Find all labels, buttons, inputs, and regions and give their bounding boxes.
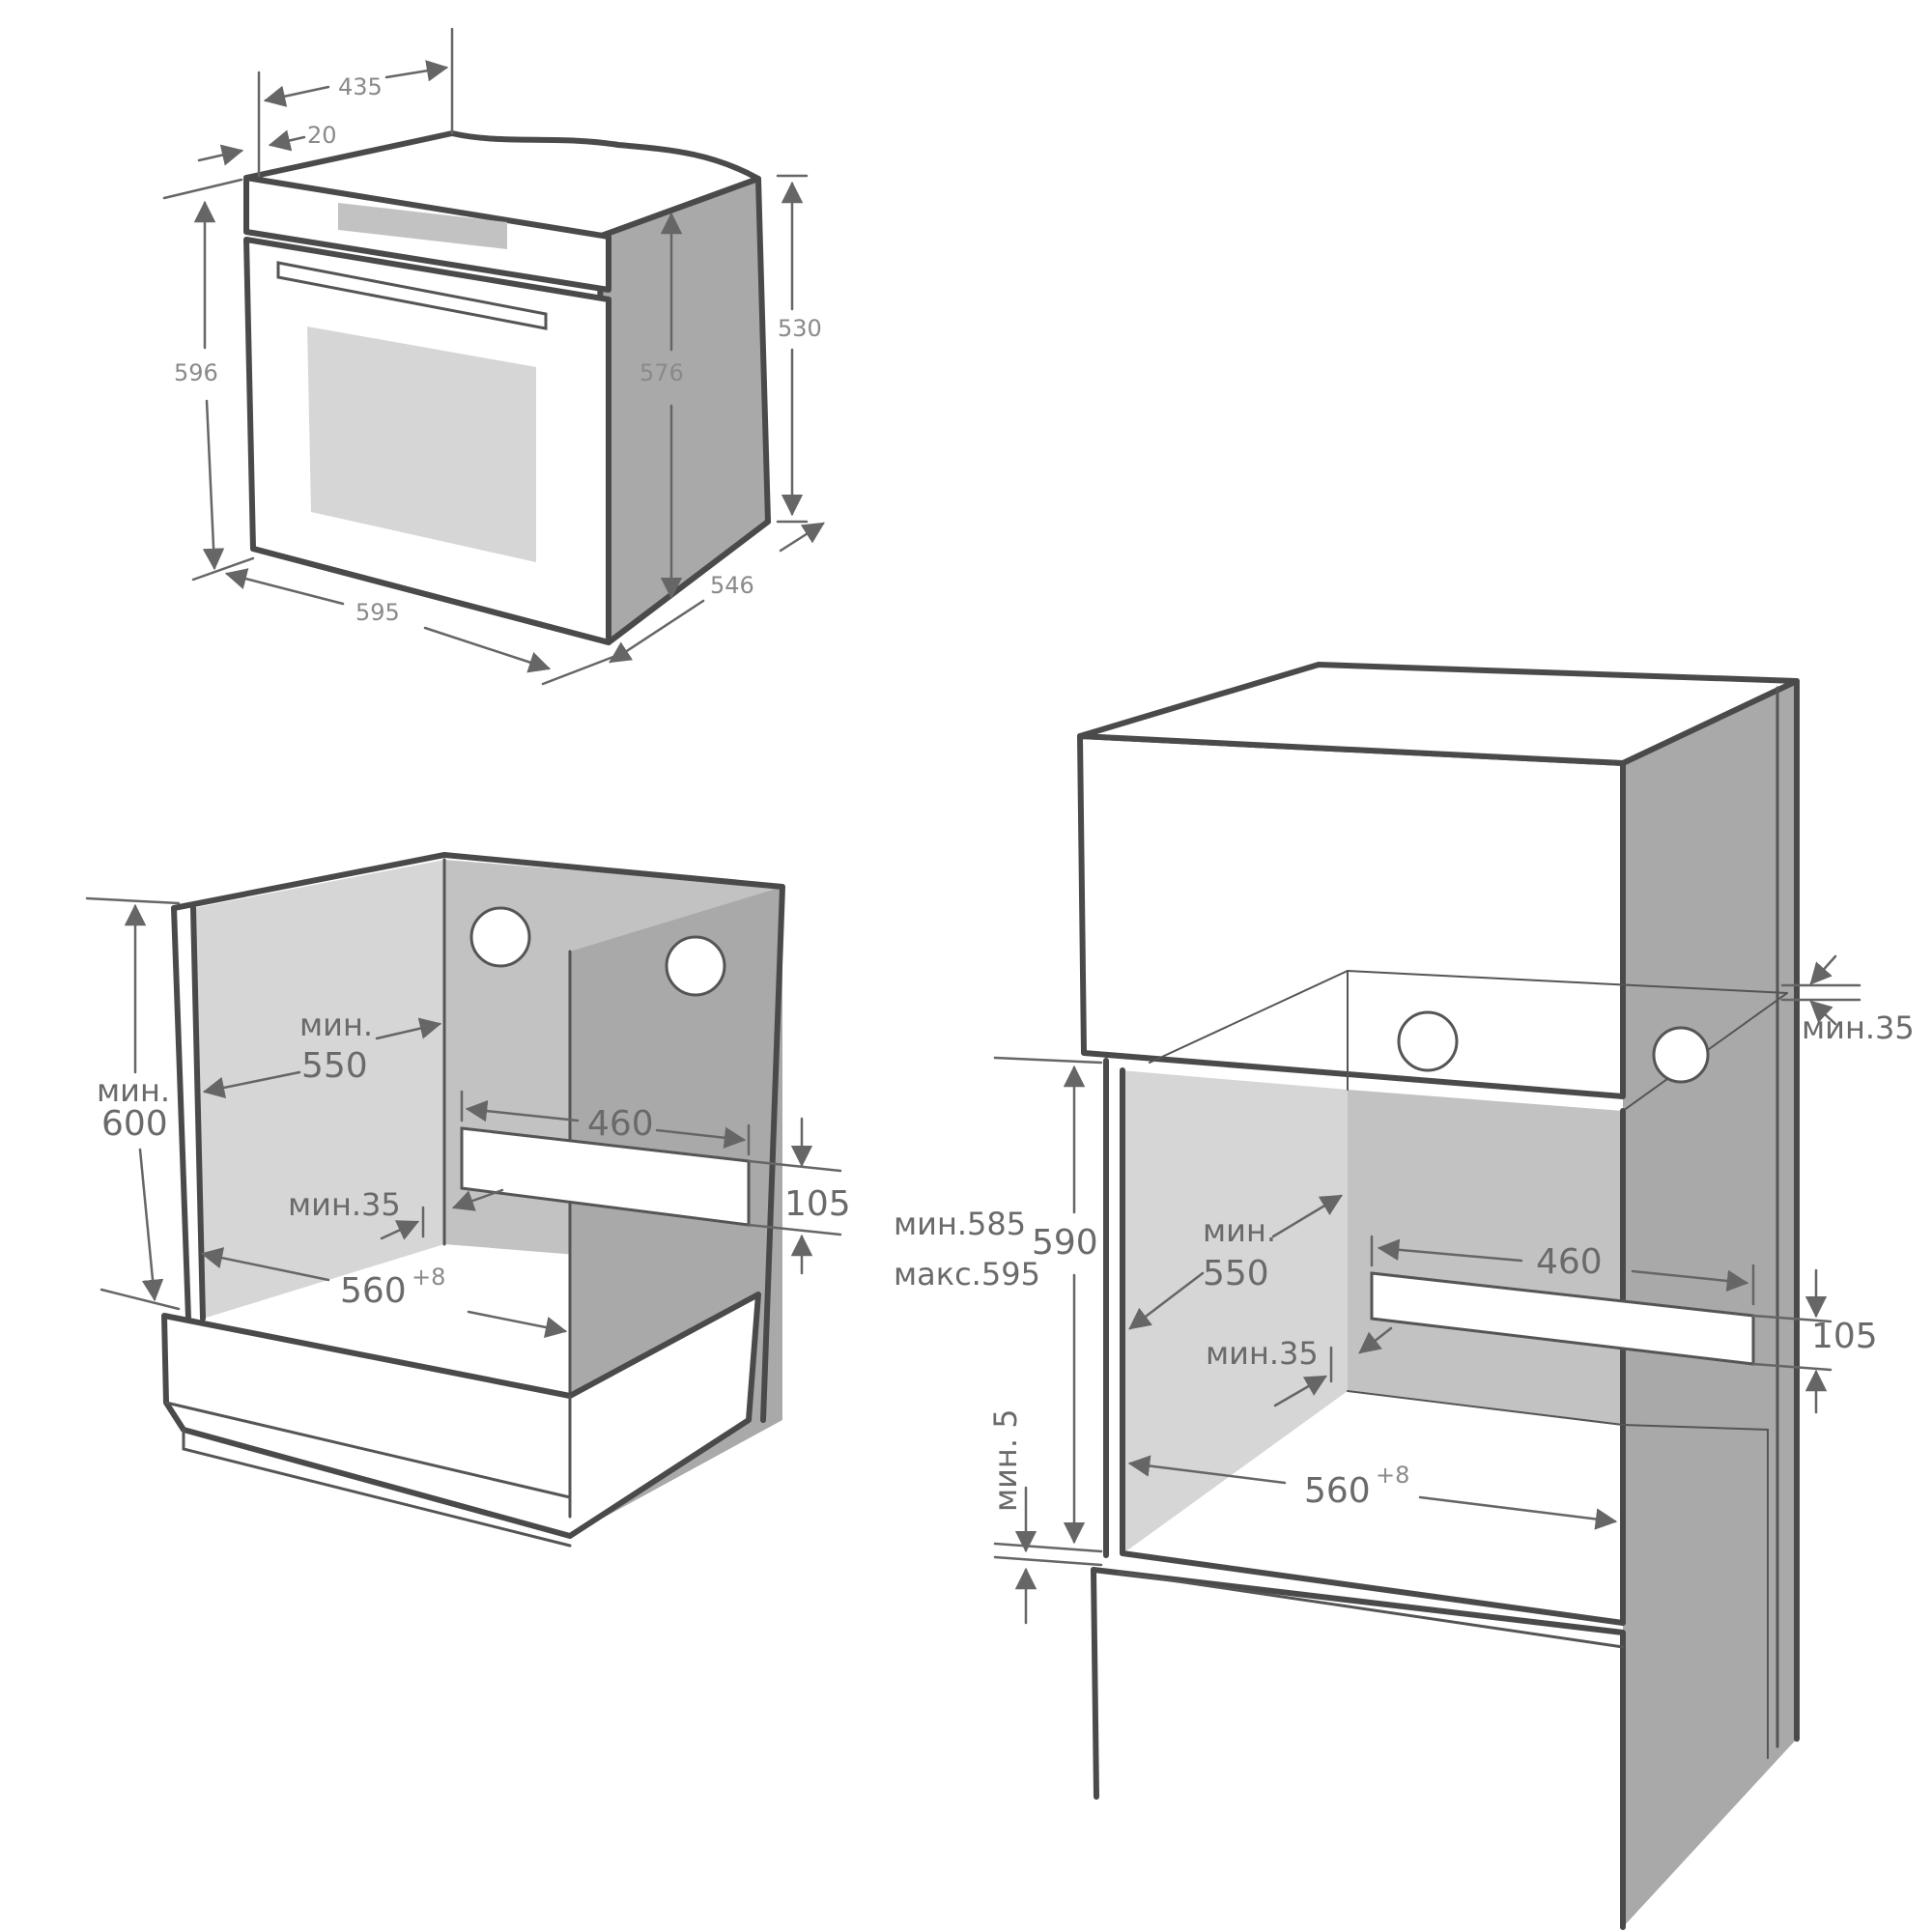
cabinet-column-range-max: макс.595: [894, 1256, 1040, 1293]
oven-bottom: [250, 519, 771, 645]
cabinet-column-niche-height: 590: [1032, 1223, 1098, 1263]
cabinet-column-depth-value: 550: [1203, 1254, 1269, 1293]
oven-dim-530: 530: [778, 315, 822, 342]
cabinet-under-height-label: мин.: [97, 1072, 170, 1109]
oven-handle: [276, 261, 548, 330]
cabinet-column-width-value: 560: [1304, 1471, 1371, 1511]
cabinet-under-vent-width: 460: [587, 1104, 654, 1144]
cabinet-column-left-wall: [1121, 1070, 1348, 1555]
cabinet-under-plinth: [161, 1292, 761, 1539]
cabinet-column-side-panel: [1623, 681, 1797, 1927]
cabinet-under-drawing: мин. 600 мин. 550 460 105 мин.35 560 +8: [85, 852, 851, 1548]
cabinet-under-gap-label: мин.35: [288, 1186, 401, 1223]
cabinet-under-width-value: 560: [340, 1271, 407, 1311]
cabinet-column-vent-hole-left: [1397, 1010, 1459, 1072]
cabinet-column-upper-front: [1077, 733, 1626, 1099]
cabinet-under-vent-hole-right: [665, 935, 726, 997]
oven-dim-435: 435: [338, 73, 383, 100]
cabinet-column-vent-width: 460: [1536, 1242, 1603, 1282]
oven-top: [243, 130, 761, 240]
oven-dim-596: 596: [174, 359, 218, 386]
oven-window: [307, 327, 536, 562]
cabinet-column-gap-label: мин.35: [1206, 1335, 1319, 1372]
cabinet-column-range-min: мин.585: [894, 1206, 1026, 1242]
oven-dim-546: 546: [710, 572, 754, 599]
oven-display-strip: [338, 203, 507, 249]
cabinet-under-width-tol: +8: [412, 1264, 445, 1291]
cabinet-under-depth-value: 550: [301, 1046, 368, 1086]
cabinet-column-width-tol: +8: [1376, 1462, 1409, 1489]
cabinet-column-lower-front: [1091, 1567, 1626, 1930]
oven-drawing: 435 20 596 576 530 595 546: [162, 27, 825, 686]
cabinet-under-depth-label: мин.: [299, 1007, 373, 1043]
cabinet-column-vent-hole-right: [1652, 1026, 1710, 1084]
cabinet-under-vent-hole-left: [469, 906, 531, 968]
cabinet-column-drawing: мин.35 590 мин.585 макс.595 мин. 5 мин. …: [894, 662, 1915, 1930]
oven-dim-595: 595: [355, 599, 400, 626]
oven-dim-576: 576: [639, 359, 684, 386]
cabinet-column-top-gap: мин.35: [1802, 1009, 1915, 1046]
oven-dim-20: 20: [307, 122, 337, 149]
cabinet-under-left-wall: [193, 860, 444, 1319]
cabinet-column-vent-height: 105: [1811, 1317, 1878, 1356]
cabinet-column-depth-label: мин.: [1203, 1212, 1276, 1249]
cabinet-under-vent-height: 105: [784, 1184, 851, 1224]
cabinet-column-bottom-gap: мин. 5: [987, 1408, 1024, 1512]
cabinet-under-height-value: 600: [101, 1104, 168, 1144]
